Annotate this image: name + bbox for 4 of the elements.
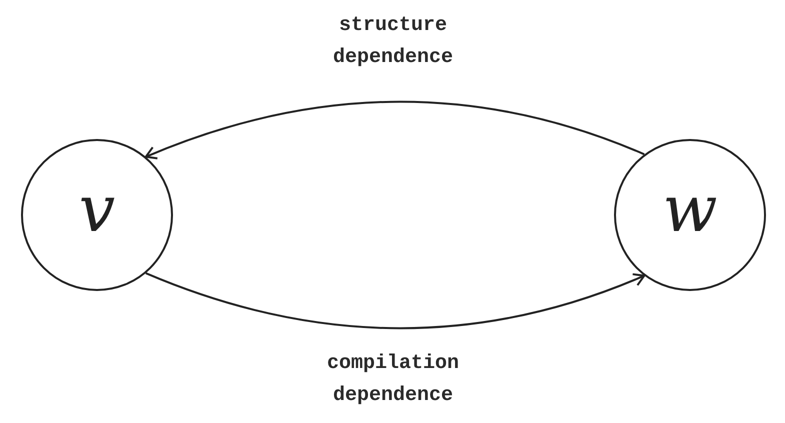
node-label: v [78,178,116,242]
node-label: w [662,178,718,242]
arrow [144,100,645,160]
arrow [145,272,646,330]
